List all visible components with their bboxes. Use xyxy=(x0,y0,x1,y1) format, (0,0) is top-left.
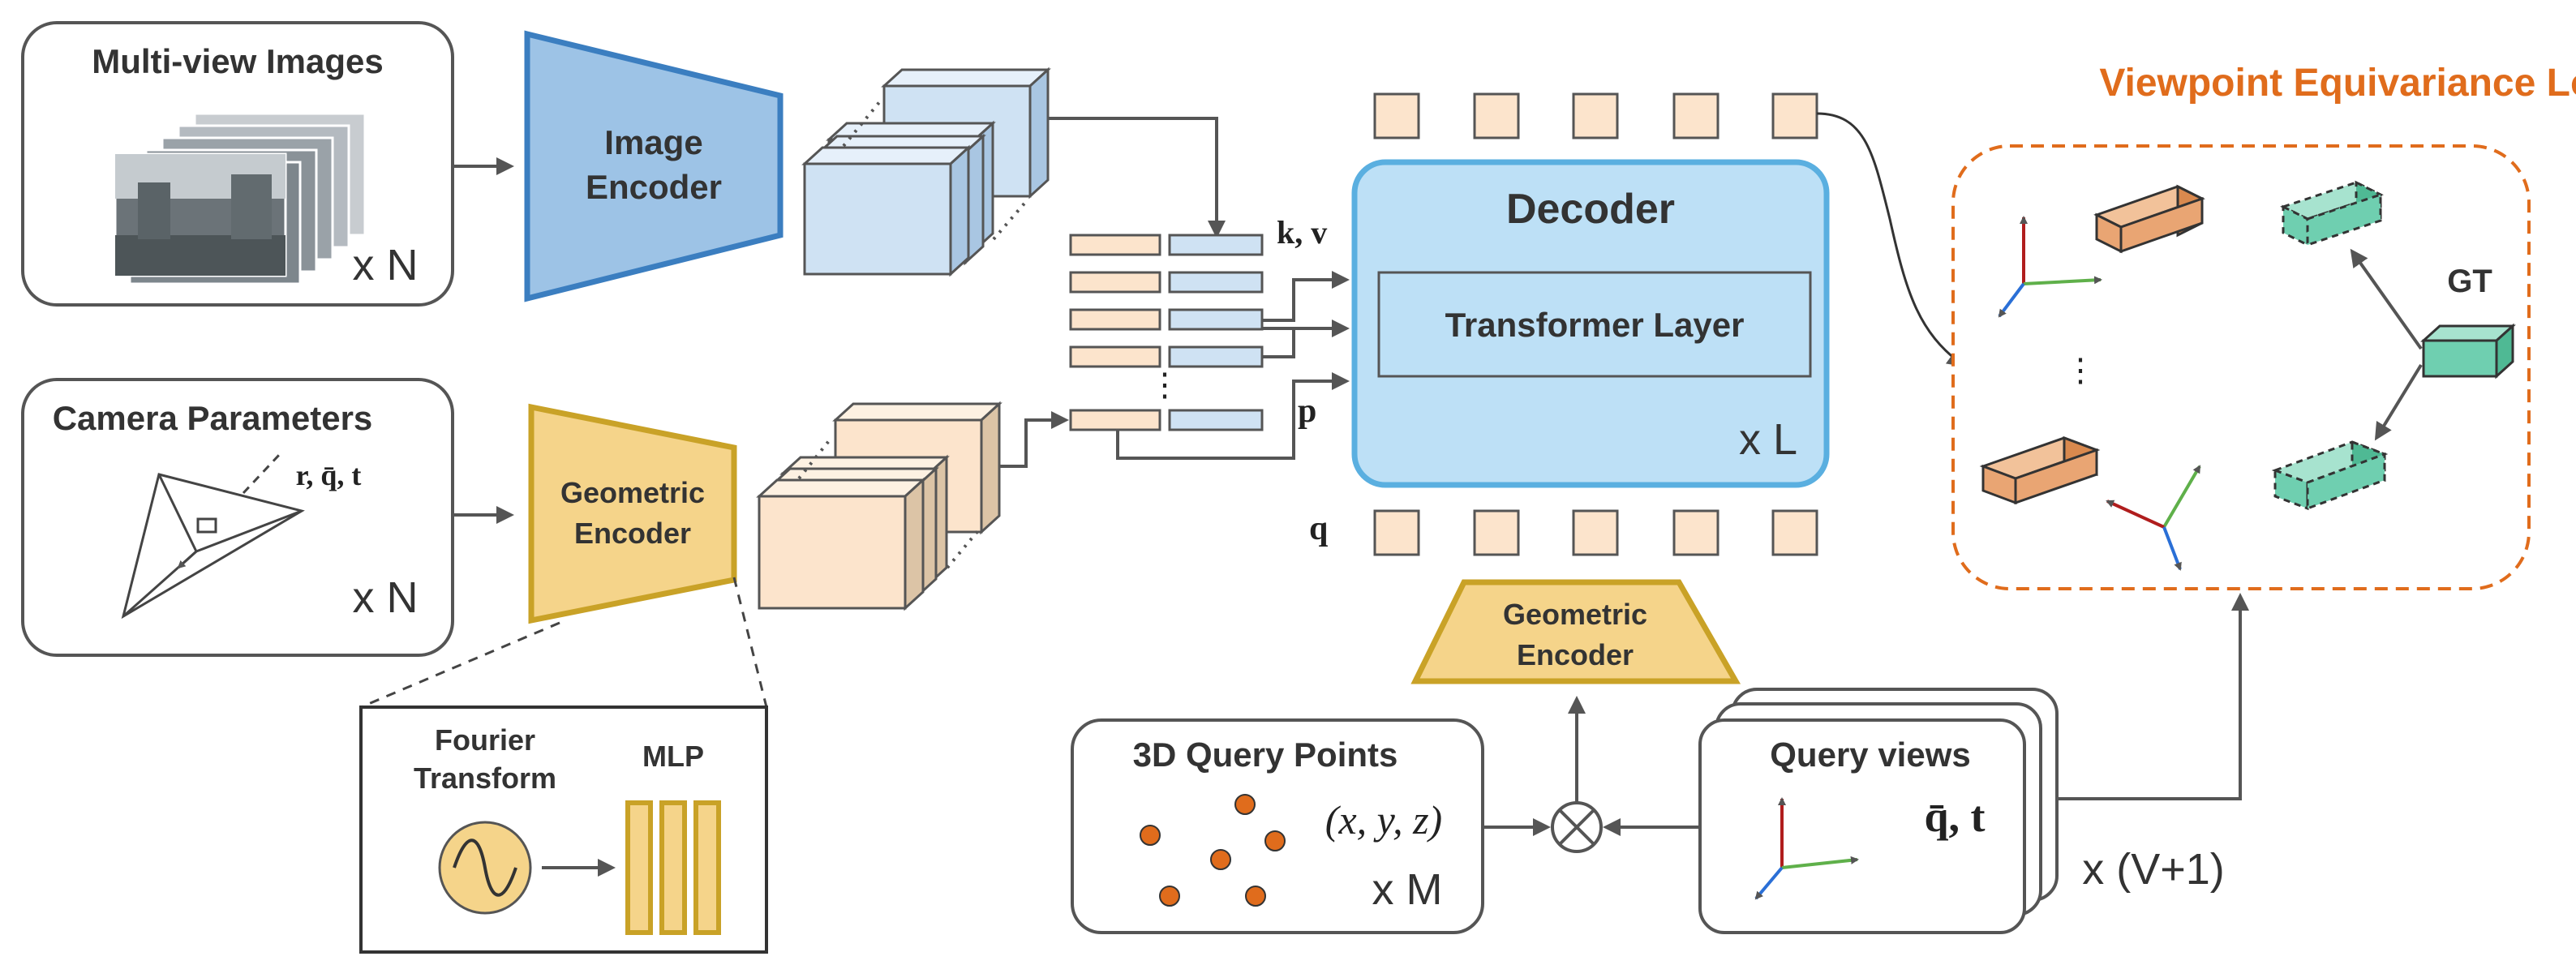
token-stack xyxy=(1069,234,1264,431)
loss-panel: ⋮ GT xyxy=(1951,144,2531,590)
geometric-encoder-query: Geometric Encoder xyxy=(1410,579,1741,684)
query-points-dots xyxy=(1140,794,1286,907)
loss-axes-icon-top xyxy=(1998,216,2102,318)
street-image-stack xyxy=(114,112,367,285)
fourier-label-2: Transform xyxy=(414,761,556,795)
transformer-layer-label: Transformer Layer xyxy=(1445,306,1745,344)
fourier-mlp-detail: Fourier Transform MLP xyxy=(359,706,768,954)
query-views-count: x (V+1) xyxy=(2082,845,2225,894)
mlp-layers-icon xyxy=(625,800,721,935)
geo-encoder-label-1: Geometric xyxy=(560,476,705,509)
geo-encoder2-label-1: Geometric xyxy=(1503,598,1647,631)
geo-encoder2-label-2: Encoder xyxy=(1517,638,1634,671)
kv-label: k, v xyxy=(1277,214,1327,251)
q-label: q xyxy=(1309,510,1328,547)
mlp-label: MLP xyxy=(642,740,704,773)
multiview-images-panel: Multi-view Images x N xyxy=(21,21,454,307)
token-dots: ⋮ xyxy=(1148,367,1181,403)
output-tokens xyxy=(1373,92,1818,139)
multiview-count: x N xyxy=(353,241,419,290)
decoder-block: Decoder Transformer Layer x L xyxy=(1351,159,1830,488)
image-feature-maps xyxy=(801,66,1051,277)
decoder-count: x L xyxy=(1739,415,1797,464)
query-views-params: q̄, t xyxy=(1924,792,1985,841)
predicted-box-bottom xyxy=(1979,435,2101,505)
input-query-tokens xyxy=(1373,509,1818,556)
fourier-label-1: Fourier xyxy=(435,723,535,757)
combine-node xyxy=(1551,801,1603,853)
camera-count: x N xyxy=(353,573,419,622)
loss-axes-icon-bottom xyxy=(2106,465,2201,571)
image-encoder-label-2: Encoder xyxy=(586,168,722,206)
geo-encoder-label-2: Encoder xyxy=(574,517,691,550)
image-encoder: Image Encoder xyxy=(524,30,784,302)
camera-params: r, q̄, t xyxy=(296,459,362,491)
loss-dots: ⋮ xyxy=(2064,352,2097,388)
p-label: p xyxy=(1298,392,1316,430)
gt-box xyxy=(2420,323,2516,380)
query-points-count: x M xyxy=(1372,865,1443,914)
query-points-title: 3D Query Points xyxy=(1133,736,1398,774)
geometric-feature-maps xyxy=(756,401,1002,611)
transformer-layer xyxy=(1377,271,1812,378)
camera-parameters-panel: Camera Parameters r, q̄, t x N xyxy=(21,378,454,657)
query-view-axes-icon xyxy=(1754,797,1859,900)
transformed-gt-box-top xyxy=(2280,180,2384,247)
geometric-encoder: Geometric Encoder xyxy=(528,403,737,624)
decoder-title: Decoder xyxy=(1506,186,1675,233)
camera-title: Camera Parameters xyxy=(53,399,373,437)
predicted-box-top xyxy=(2093,184,2205,254)
query-points-panel: 3D Query Points (x, y, z) x M xyxy=(1071,718,1484,934)
query-points-coords: (x, y, z) xyxy=(1325,797,1442,843)
query-views-title: Query views xyxy=(1770,736,1970,774)
query-views-panel: Query views q̄, t xyxy=(1698,688,2059,934)
multiview-title: Multi-view Images xyxy=(92,42,383,80)
gt-label: GT xyxy=(2447,264,2492,299)
camera-frustum-icon xyxy=(121,452,305,620)
loss-title: Viewpoint Equivariance Loss xyxy=(2099,62,2576,105)
transformed-gt-box-bottom xyxy=(2271,440,2389,511)
image-encoder-label-1: Image xyxy=(604,123,702,161)
